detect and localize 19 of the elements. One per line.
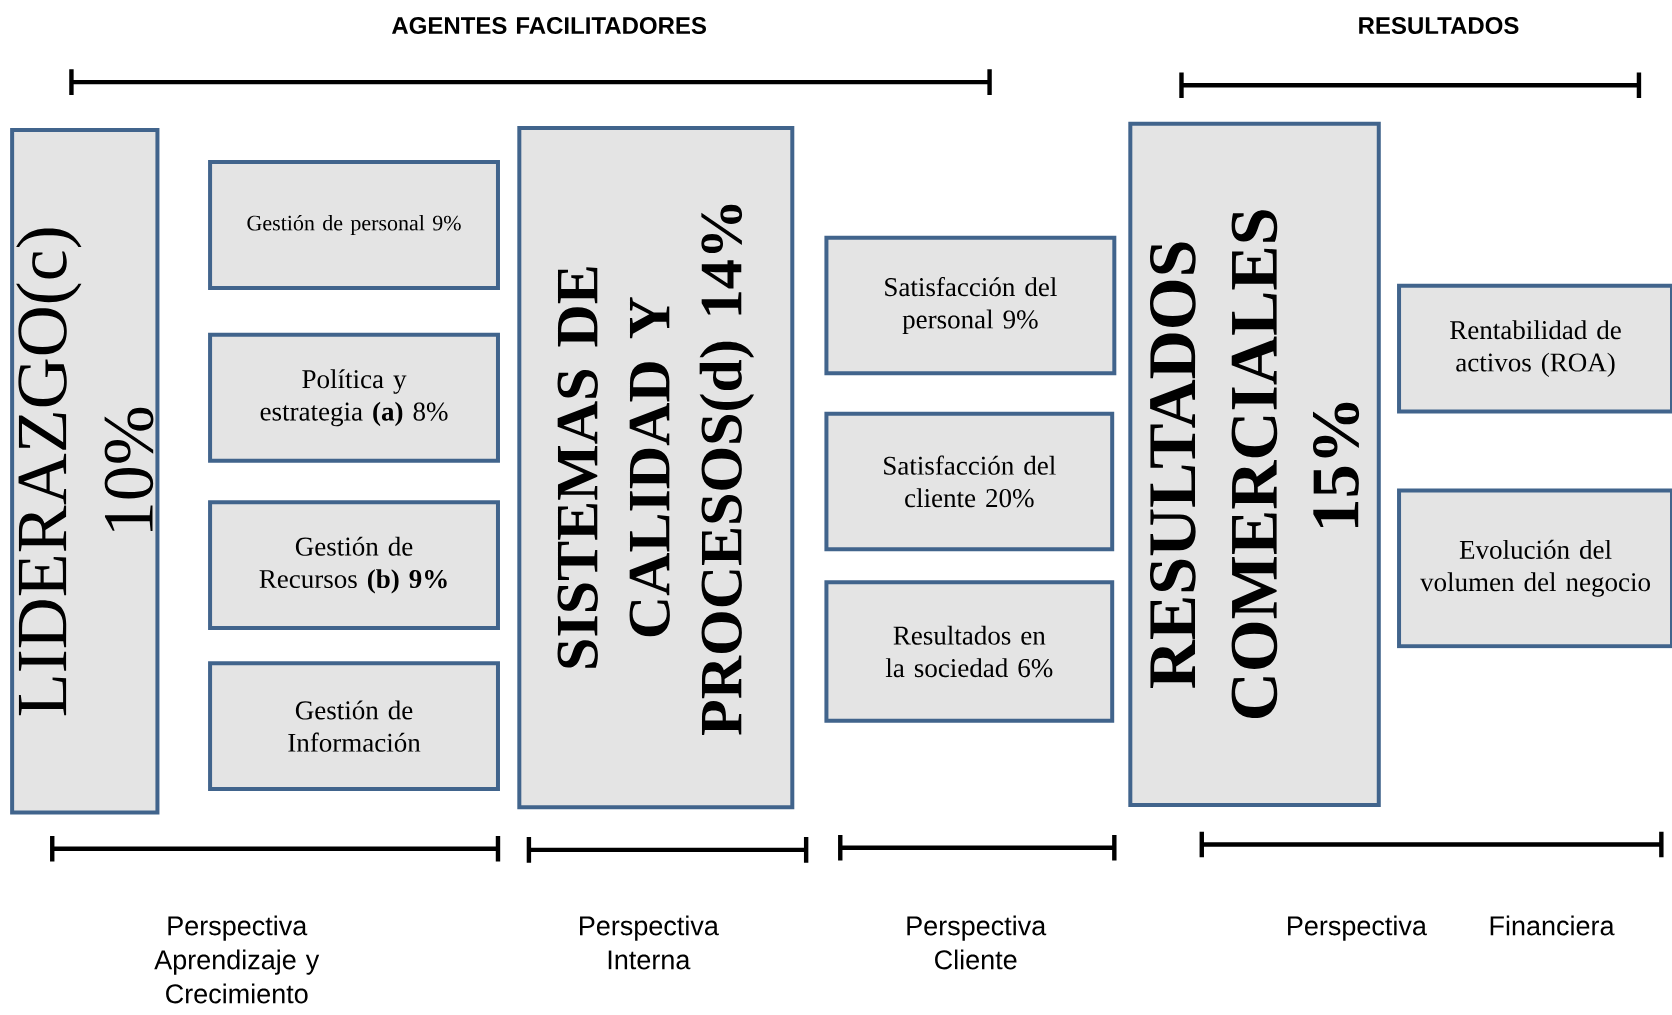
section-heading: RESULTADOS (1359, 17, 1519, 34)
perspective-label: Perspectiva Aprendizaje y Crecimiento (154, 915, 320, 1004)
section-heading: AGENTES FACILITADORES (392, 17, 706, 34)
perspective-label: Perspectiva Cliente (907, 915, 1047, 970)
process-box: Satisfacción del personal 9% (824, 235, 1117, 376)
process-box: Resultados en la sociedad 6% (824, 580, 1115, 723)
process-box: SISTEMAS DE CALIDAD Y PROCESOS(d) 14% (517, 125, 795, 810)
process-box: Satisfacción del cliente 20% (824, 411, 1115, 552)
process-box: LIDERAZGO(c) 10% (10, 128, 160, 815)
process-box: Política y estrategia (a) 8% (208, 332, 500, 463)
process-box: Rentabilidad de activos (ROA) (1397, 283, 1672, 414)
process-box: Evolución del volumen del negocio (1397, 488, 1672, 649)
process-box: Gestión de Información (208, 661, 500, 791)
perspective-label: Perspectiva (1288, 915, 1427, 941)
perspective-label: Perspectiva Interna (580, 915, 719, 970)
perspective-label: Financiera (1490, 915, 1615, 936)
process-box: Gestión de Recursos (b) 9% (208, 500, 500, 630)
process-box: Gestión de personal 9% (208, 160, 500, 290)
process-box: RESULTADOS COMERCIALES 15% (1128, 121, 1381, 807)
